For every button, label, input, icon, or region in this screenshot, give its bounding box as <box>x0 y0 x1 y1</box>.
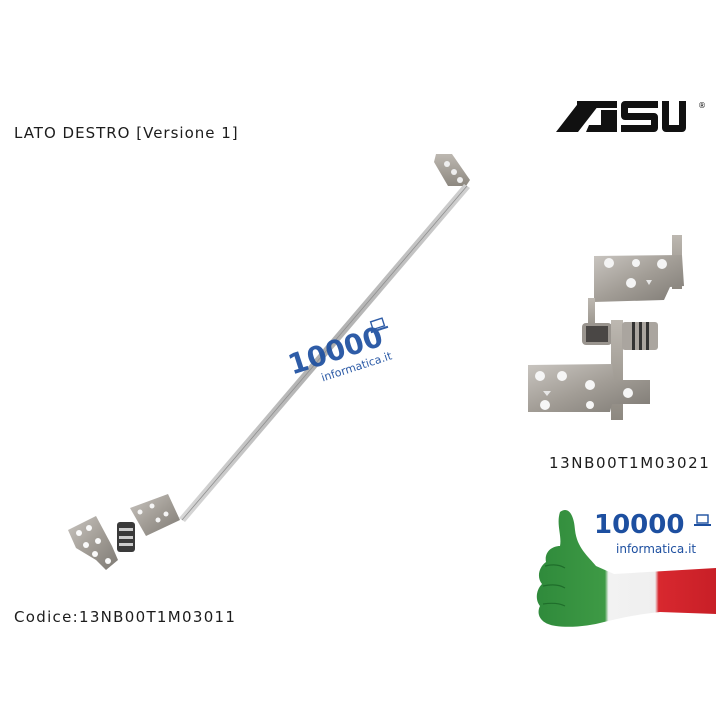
thumbs-up-icon <box>536 510 716 627</box>
hinge-closeup <box>528 235 684 420</box>
asus-logo: ® <box>556 101 706 132</box>
badge-number: 10000 <box>594 510 684 540</box>
badge-10000-informatica: 10000 informatica.it <box>536 510 716 627</box>
laptop-icon <box>369 317 389 334</box>
page-title: LATO DESTRO [Versione 1] <box>14 124 239 142</box>
hinge-long-arm <box>68 154 470 570</box>
product-code-right: 13NB00T1M03021 <box>549 454 711 472</box>
laptop-icon <box>694 514 711 526</box>
registered-mark: ® <box>698 101 706 110</box>
product-code-left: Codice:13NB00T1M03011 <box>14 608 237 626</box>
badge-domain: informatica.it <box>616 542 696 556</box>
